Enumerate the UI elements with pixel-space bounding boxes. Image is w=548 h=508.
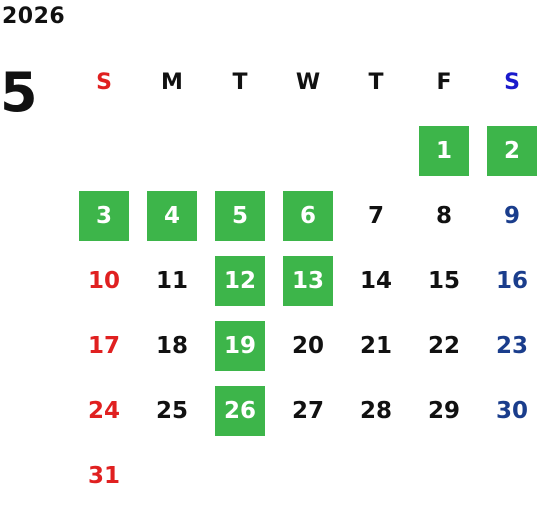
calendar-cell: 26 xyxy=(206,378,274,443)
weekday-tuesday: T xyxy=(232,69,248,95)
highlighted-day[interactable]: 4 xyxy=(147,190,197,241)
calendar-cell: 1 xyxy=(410,118,478,183)
calendar-cell: 17 xyxy=(70,313,138,378)
calendar-cell: 9 xyxy=(478,183,546,248)
calendar-cell: 14 xyxy=(342,248,410,313)
calendar-cell: 15 xyxy=(410,248,478,313)
empty-cell xyxy=(206,118,274,183)
highlighted-day[interactable]: 5 xyxy=(215,190,265,241)
calendar-cell: 20 xyxy=(274,313,342,378)
calendar-cell: 5 xyxy=(206,183,274,248)
empty-cell xyxy=(70,118,138,183)
calendar-cell: 19 xyxy=(206,313,274,378)
calendar-cell: 4 xyxy=(138,183,206,248)
calendar-cell: 28 xyxy=(342,378,410,443)
calendar-cell: 23 xyxy=(478,313,546,378)
calendar-cell: 21 xyxy=(342,313,410,378)
calendar-day[interactable]: 15 xyxy=(427,267,460,294)
calendar-day[interactable]: 29 xyxy=(427,397,460,424)
calendar-cell: 18 xyxy=(138,313,206,378)
calendar-day[interactable]: 25 xyxy=(155,397,188,424)
calendar-day[interactable]: 27 xyxy=(291,397,324,424)
highlighted-day[interactable]: 12 xyxy=(215,255,265,306)
calendar-cell: 16 xyxy=(478,248,546,313)
highlighted-day[interactable]: 6 xyxy=(283,190,333,241)
calendar-day[interactable]: 9 xyxy=(503,202,520,229)
highlighted-day[interactable]: 3 xyxy=(79,190,129,241)
calendar-day[interactable]: 28 xyxy=(359,397,392,424)
weekday-header: S M T W T F S xyxy=(70,64,546,100)
highlighted-day[interactable]: 19 xyxy=(215,320,265,371)
calendar-cell: 22 xyxy=(410,313,478,378)
calendar-day[interactable]: 30 xyxy=(495,397,528,424)
calendar-cell: 25 xyxy=(138,378,206,443)
calendar-day[interactable]: 10 xyxy=(87,267,120,294)
highlighted-day[interactable]: 2 xyxy=(487,125,537,176)
weekday-sunday: S xyxy=(96,69,112,95)
weekday-saturday: S xyxy=(504,69,520,95)
calendar-cell: 13 xyxy=(274,248,342,313)
calendar-day[interactable]: 18 xyxy=(155,332,188,359)
calendar-cell: 30 xyxy=(478,378,546,443)
highlighted-day[interactable]: 13 xyxy=(283,255,333,306)
calendar-day[interactable]: 7 xyxy=(367,202,384,229)
calendar-cell: 8 xyxy=(410,183,478,248)
calendar-day[interactable]: 17 xyxy=(87,332,120,359)
calendar-day[interactable]: 24 xyxy=(87,397,120,424)
calendar-cell: 2 xyxy=(478,118,546,183)
empty-cell xyxy=(138,118,206,183)
calendar-day[interactable]: 31 xyxy=(87,462,120,489)
calendar-cell: 29 xyxy=(410,378,478,443)
calendar-cell: 11 xyxy=(138,248,206,313)
calendar-day[interactable]: 14 xyxy=(359,267,392,294)
calendar-cell: 7 xyxy=(342,183,410,248)
calendar-cell: 6 xyxy=(274,183,342,248)
calendar-cell: 31 xyxy=(70,443,138,508)
calendar-cell: 3 xyxy=(70,183,138,248)
empty-cell xyxy=(274,118,342,183)
weekday-friday: F xyxy=(436,69,452,95)
weekday-wednesday: W xyxy=(295,69,321,95)
highlighted-day[interactable]: 1 xyxy=(419,125,469,176)
calendar-day[interactable]: 16 xyxy=(495,267,528,294)
year-label: 2026 xyxy=(2,4,66,29)
calendar-cell: 12 xyxy=(206,248,274,313)
calendar-cell: 27 xyxy=(274,378,342,443)
highlighted-day[interactable]: 26 xyxy=(215,385,265,436)
calendar-day[interactable]: 8 xyxy=(435,202,452,229)
calendar-day[interactable]: 23 xyxy=(495,332,528,359)
calendar-day[interactable]: 21 xyxy=(359,332,392,359)
calendar-cell: 24 xyxy=(70,378,138,443)
calendar-day[interactable]: 20 xyxy=(291,332,324,359)
calendar-cell: 10 xyxy=(70,248,138,313)
month-label: 5 xyxy=(0,61,38,124)
weekday-thursday: T xyxy=(368,69,384,95)
calendar-day[interactable]: 22 xyxy=(427,332,460,359)
weekday-monday: M xyxy=(161,69,183,95)
empty-cell xyxy=(342,118,410,183)
calendar-day[interactable]: 11 xyxy=(155,267,188,294)
